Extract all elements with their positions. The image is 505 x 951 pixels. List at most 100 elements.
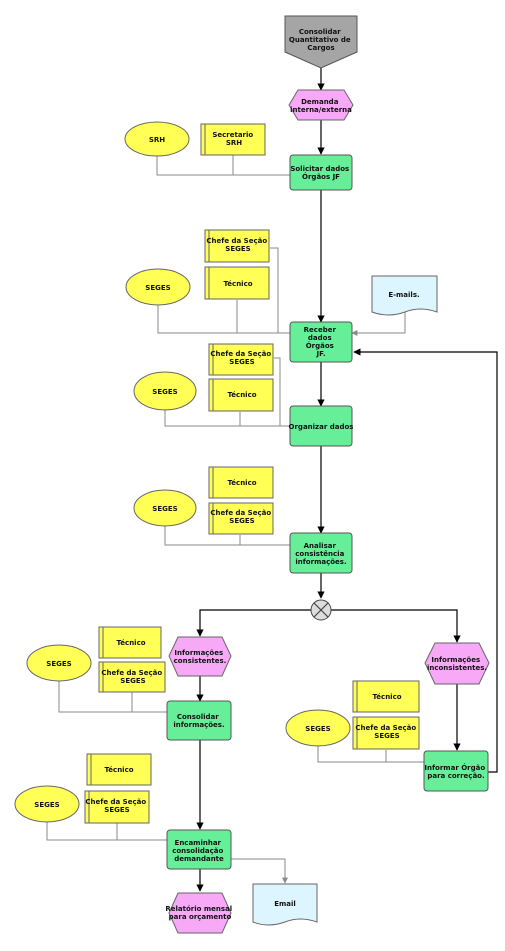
svg-text:Chefe da Seção SEGES: Chefe da Seção SEGES [355, 724, 418, 740]
function-informar-label-1: Informar Órgão [424, 763, 485, 772]
svg-text:Consolidar Quantitativo: Consolidar Quantitativo de Cargos [289, 28, 353, 52]
position-tecnico-5: Técnico [352, 680, 420, 713]
start-event: Consolidar Quantitativo de Cargos [284, 15, 358, 69]
function-encaminhar-label-2: consolidação [172, 847, 223, 855]
position-tecnico-2: Técnico [208, 378, 274, 412]
position-chefe-6: Chefe da Seção SEGES [84, 790, 150, 824]
org-seges-1: SEGES [125, 268, 191, 306]
position-secretario-label-2: SRH [226, 139, 242, 147]
position-tecnico-6-label: Técnico [104, 766, 133, 774]
function-informar-label-2: para correção. [427, 772, 484, 780]
position-chefe-2-label-1: Chefe da Seção [210, 350, 271, 358]
event-relatorio: Relatório mensal para orçamento [165, 892, 234, 934]
org-seges-4-label: SEGES [46, 660, 71, 668]
svg-text:Relatório mensal para or: Relatório mensal para orçamento [165, 905, 234, 921]
position-chefe-6-label-2: SEGES [104, 806, 129, 814]
position-chefe-1-label-1: Chefe da Seção [206, 237, 267, 245]
svg-text:Secretario SRH: Secretario SRH [212, 131, 255, 147]
event-consistentes-label-1: Informações [174, 649, 223, 657]
svg-text:Demanda interna/externa: Demanda interna/externa [290, 98, 352, 114]
org-seges-5: SEGES [285, 709, 351, 747]
function-solicitar-label-2: Órgãos JF [302, 172, 340, 181]
org-seges-1-label: SEGES [145, 284, 170, 292]
svg-text:Consolidar informações.: Consolidar informações. [173, 713, 224, 729]
position-chefe-5-label-1: Chefe da Seção [355, 724, 416, 732]
org-seges-4: SEGES [26, 644, 92, 682]
position-chefe-3-label-2: SEGES [229, 517, 254, 525]
org-connectors [46, 155, 424, 884]
function-encaminhar-label-3: demandante [174, 855, 224, 863]
position-tecnico-2-label: Técnico [227, 391, 256, 399]
svg-text:Chefe da Seção SEGES: Chefe da Seção SEGES [85, 798, 148, 814]
document-emails-label: E-mails. [388, 291, 419, 299]
org-srh-label: SRH [149, 136, 165, 144]
function-solicitar-label-1: Solicitar dados [290, 165, 349, 173]
event-consistentes: Informações consistentes. [168, 636, 232, 677]
position-tecnico-3: Técnico [208, 466, 274, 499]
function-receber-label-4: JF. [315, 350, 325, 358]
org-seges-5-label: SEGES [305, 725, 330, 733]
function-receber: Receber dados Órgãos JF. [289, 321, 353, 363]
function-receber-label-3: Órgãos [306, 341, 334, 350]
control-flow [196, 68, 498, 892]
position-chefe-4: Chefe da Seção SEGES [98, 661, 166, 693]
event-inconsistentes-label-1: Informações [431, 656, 480, 664]
document-email-label: Email [274, 900, 296, 908]
position-chefe-5-label-2: SEGES [374, 732, 399, 740]
svg-text:Informar Órgão para corr: Informar Órgão para correção. [424, 763, 487, 780]
org-seges-3-label: SEGES [152, 505, 177, 513]
position-chefe-2: Chefe da Seção SEGES [208, 343, 274, 376]
org-seges-6-label: SEGES [34, 801, 59, 809]
position-tecnico-5-label: Técnico [372, 693, 401, 701]
position-chefe-1-label-2: SEGES [225, 245, 250, 253]
function-analisar-label-3: informações. [295, 558, 346, 566]
function-receber-label-1: Receber [304, 326, 337, 334]
document-emails: E-mails. [371, 275, 438, 316]
svg-text:Chefe da Seção SEGES: Chefe da Seção SEGES [210, 350, 273, 366]
event-inconsistentes: Informações inconsistentes. [424, 642, 490, 685]
event-demanda: Demanda interna/externa [288, 89, 354, 121]
event-demanda-label-2: interna/externa [290, 106, 352, 114]
position-tecnico-6: Técnico [86, 753, 152, 786]
position-chefe-3-label-1: Chefe da Seção [210, 509, 271, 517]
org-seges-2-label: SEGES [152, 388, 177, 396]
function-solicitar: Solicitar dados Órgãos JF [289, 154, 353, 191]
event-relatorio-label-1: Relatório mensal [165, 905, 232, 913]
position-chefe-2-label-2: SEGES [229, 358, 254, 366]
position-chefe-1: Chefe da Seção SEGES [204, 229, 270, 263]
start-event-label-1: Consolidar [299, 28, 341, 36]
svg-text:Informações consistentes: Informações consistentes. [174, 649, 227, 665]
function-analisar: Analisar consistência informações. [289, 532, 353, 574]
position-tecnico-1-label: Técnico [223, 280, 252, 288]
position-chefe-6-label-1: Chefe da Seção [85, 798, 146, 806]
event-inconsistentes-label-2: inconsistentes. [427, 664, 487, 672]
svg-text:Encaminhar consolidação: Encaminhar consolidação demandante [172, 839, 226, 863]
org-srh: SRH [124, 121, 190, 157]
position-tecnico-1: Técnico [204, 266, 270, 300]
function-analisar-label-2: consistência [295, 550, 344, 558]
svg-text:Analisar consistência: Analisar consistência informações. [295, 542, 346, 566]
start-event-label-2: Quantitativo de [289, 36, 351, 44]
svg-text:Chefe da Seção SEGES: Chefe da Seção SEGES [101, 669, 164, 685]
position-tecnico-3-label: Técnico [227, 479, 256, 487]
svg-text:Receber dados Órgã: Receber dados Órgãos JF. [304, 326, 339, 358]
function-consolidar: Consolidar informações. [166, 700, 232, 741]
function-encaminhar: Encaminhar consolidação demandante [166, 829, 232, 870]
svg-text:Solicitar dados Órgãos J: Solicitar dados Órgãos JF [290, 165, 351, 181]
function-informar: Informar Órgão para correção. [423, 750, 489, 792]
org-seges-2: SEGES [133, 371, 197, 411]
org-seges-6: SEGES [14, 785, 80, 823]
function-receber-label-2: dados [308, 334, 332, 342]
position-chefe-4-label-1: Chefe da Seção [101, 669, 162, 677]
function-consolidar-label-1: Consolidar [177, 713, 219, 721]
svg-text:Chefe da Seção SEGES: Chefe da Seção SEGES [206, 237, 269, 253]
position-chefe-5: Chefe da Seção SEGES [352, 716, 420, 750]
svg-text:Informações inconsistent: Informações inconsistentes. [427, 656, 487, 672]
org-seges-3: SEGES [133, 489, 197, 527]
svg-text:Chefe da Seção SEGES: Chefe da Seção SEGES [210, 509, 273, 525]
xor-connector [310, 599, 332, 621]
function-organizar-label: Organizar dados [289, 423, 354, 431]
position-chefe-4-label-2: SEGES [120, 677, 145, 685]
document-email: Email [252, 883, 318, 926]
